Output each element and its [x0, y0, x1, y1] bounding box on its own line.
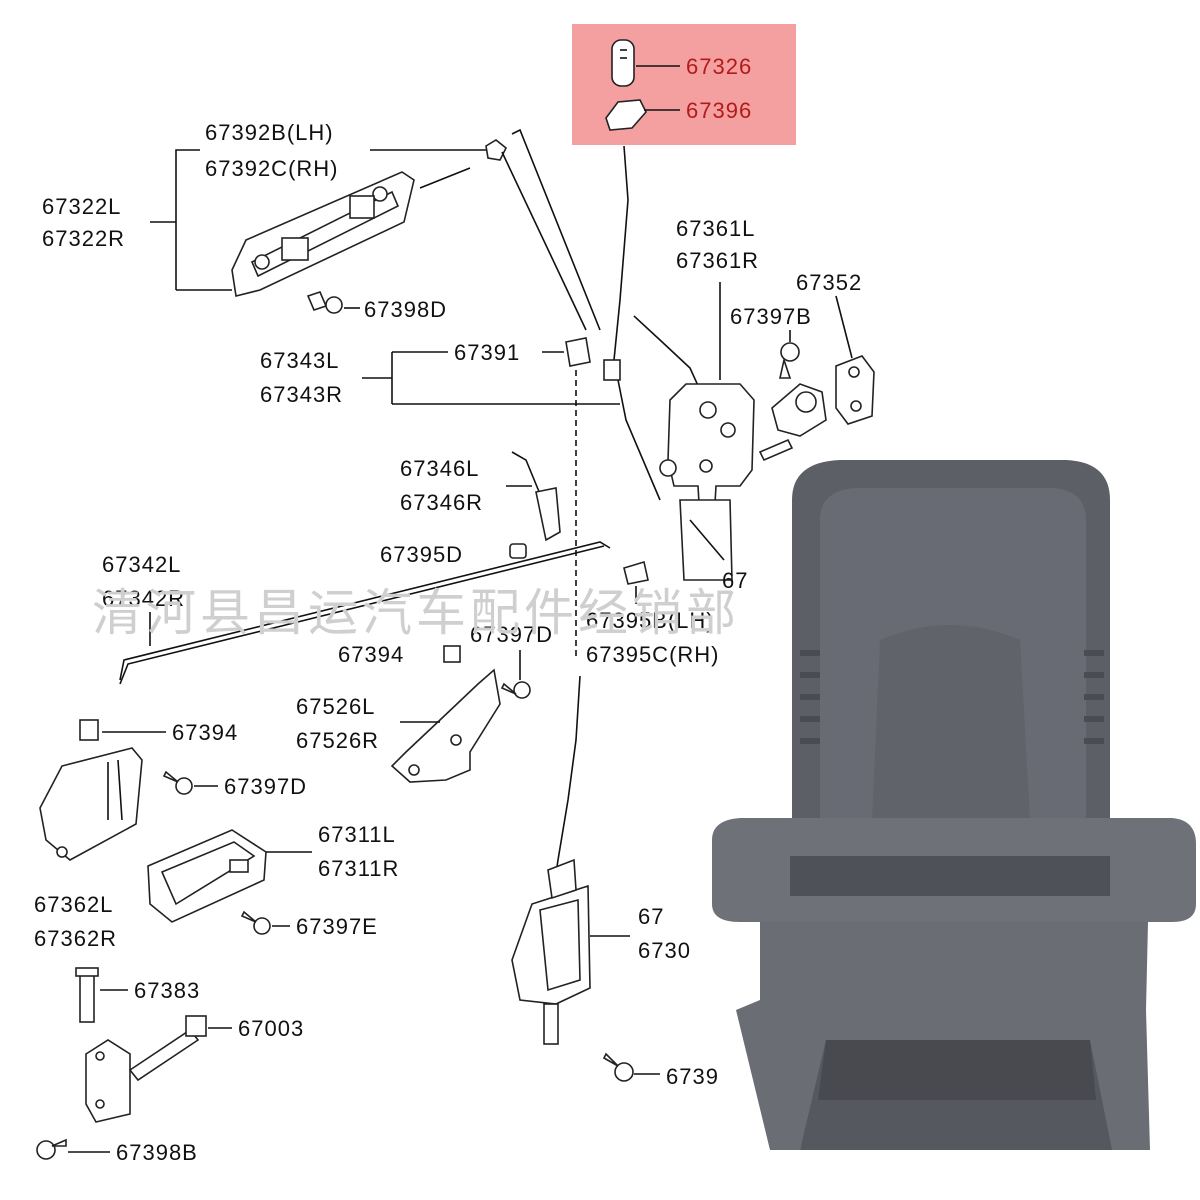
- label-67346r: 67346R: [400, 490, 483, 515]
- inside-handle-escutcheon: [147, 829, 267, 923]
- label-67526r: 67526R: [296, 728, 379, 753]
- screw-67397d-a: [500, 681, 531, 699]
- product-photo-lock-knob: [712, 460, 1196, 1150]
- screw-6739: [602, 1052, 634, 1082]
- label-67343l: 67343L: [260, 348, 339, 373]
- screw-67397e: [240, 910, 271, 935]
- leader-67392-handle: [419, 167, 471, 189]
- outside-door-handle: [231, 171, 415, 297]
- label-67361l: 67361L: [676, 216, 755, 241]
- door-check-67003: [85, 1015, 207, 1123]
- label-67342r: 67342R: [102, 586, 185, 611]
- label-67395d: 67395D: [380, 542, 463, 567]
- leader-67352: [835, 295, 853, 359]
- label-67391: 67391: [454, 340, 520, 365]
- label-67398b: 67398B: [116, 1140, 198, 1165]
- screw-67397b: [779, 342, 800, 379]
- bracket-67322: [175, 149, 200, 290]
- part-67396: [605, 99, 647, 131]
- rod-67342: [119, 541, 611, 681]
- nut-67394-b: [79, 719, 99, 741]
- label-67362l: 67362L: [34, 892, 113, 917]
- door-latch-assembly: [659, 383, 755, 581]
- nut-67394-a: [443, 645, 461, 663]
- pin-67383: [75, 967, 99, 1023]
- part-67326: [611, 39, 635, 87]
- lock-link-rod: [633, 315, 701, 391]
- label-67352: 67352: [796, 270, 862, 295]
- label-67-cut2: 67: [638, 904, 664, 929]
- label-67322r: 67322R: [42, 226, 125, 251]
- label-67383: 67383: [134, 978, 200, 1003]
- label-67394-b: 67394: [172, 720, 238, 745]
- plate-67352: [835, 355, 875, 425]
- label-67-cut1: 67: [722, 568, 748, 593]
- lock-actuator: [511, 858, 591, 1045]
- label-67397e: 67397E: [296, 914, 378, 939]
- label-6739-cut: 6739: [666, 1064, 719, 1089]
- label-67397d-a: 67397D: [470, 622, 553, 647]
- clip-67391: [565, 337, 591, 367]
- bracket-67526: [390, 668, 501, 783]
- label-6730-cut: 6730: [638, 938, 691, 963]
- rod-67342-edge: [119, 545, 605, 685]
- label-67322l: 67322L: [42, 194, 121, 219]
- screw-67398d: [306, 291, 343, 314]
- label-67396: 67396: [686, 98, 752, 123]
- clip-67395bc: [623, 560, 649, 585]
- leader-67392-rod: [511, 128, 601, 331]
- label-67397d-b: 67397D: [224, 774, 307, 799]
- label-67326: 67326: [686, 54, 752, 79]
- label-67311l: 67311L: [318, 822, 396, 847]
- label-67397b: 67397B: [730, 304, 812, 329]
- label-67392b: 67392B(LH): [205, 120, 334, 145]
- screw-67397d-b: [162, 770, 193, 795]
- label-67362r: 67362R: [34, 926, 117, 951]
- label-67346l: 67346L: [400, 456, 479, 481]
- label-67395c: 67395C(RH): [586, 642, 720, 667]
- label-67395b: 67395B(LH): [586, 608, 715, 633]
- label-67392c: 67392C(RH): [205, 156, 339, 181]
- label-67311r: 67311R: [318, 856, 399, 881]
- label-67394-a: 67394: [338, 642, 404, 667]
- door-striker: [758, 383, 827, 462]
- label-67003: 67003: [238, 1016, 304, 1041]
- label-67343r: 67343R: [260, 382, 343, 407]
- inside-handle-bracket: [39, 747, 143, 861]
- rod-clip: [603, 359, 621, 381]
- link-67346: [511, 451, 561, 542]
- rod-line-a: [501, 151, 587, 331]
- clip-67392: [485, 139, 508, 161]
- label-67398d: 67398D: [364, 297, 447, 322]
- label-67361r: 67361R: [676, 248, 759, 273]
- label-67342l: 67342L: [102, 552, 181, 577]
- watermark-text: 清河县昌运汽车配件经销部: [92, 584, 740, 642]
- highlight-box: [572, 24, 796, 145]
- label-67526l: 67526L: [296, 694, 375, 719]
- screw-67398b: [36, 1138, 67, 1160]
- clip-67395d: [509, 543, 527, 559]
- lock-rod: [613, 145, 661, 501]
